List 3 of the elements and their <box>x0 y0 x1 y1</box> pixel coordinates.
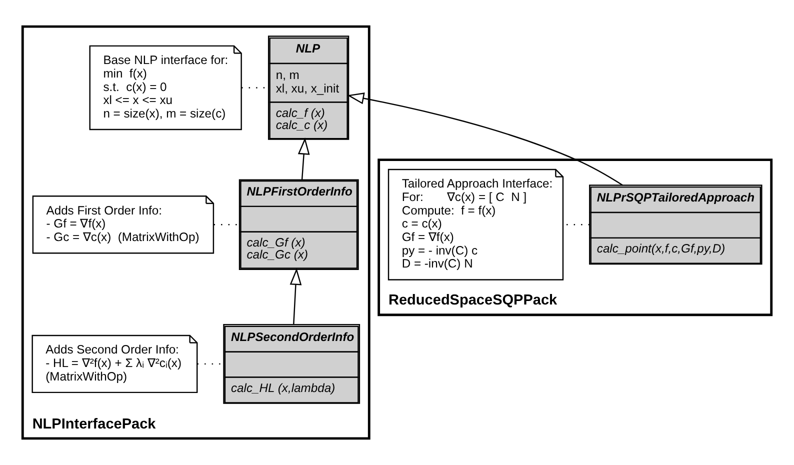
arrow <box>290 268 302 324</box>
arrow <box>298 138 310 180</box>
arrow <box>347 92 624 186</box>
